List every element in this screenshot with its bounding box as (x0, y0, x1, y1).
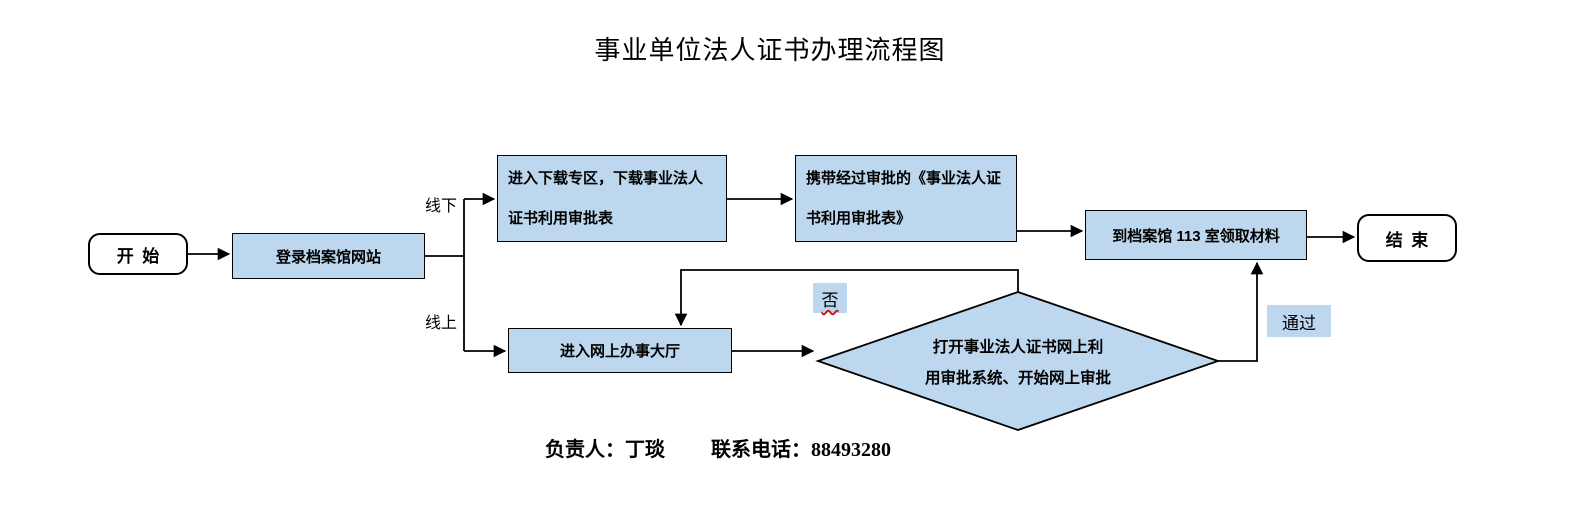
page-title: 事业单位法人证书办理流程图 (594, 36, 946, 65)
end-node: 结 束 (1357, 214, 1457, 262)
contact-phone: 联系电话：88493280 (711, 439, 891, 461)
carry-approved-form-node: 携带经过审批的《事业法人证 书利用审批表》 (795, 155, 1017, 242)
pass-edge-label: 通过 (1267, 305, 1331, 337)
pickup-materials-node: 到档案馆 113 室领取材料 (1085, 210, 1307, 260)
responsible-person: 负责人：丁琰 (545, 439, 665, 461)
offline-branch-label: 线下 (425, 198, 458, 215)
online-hall-node: 进入网上办事大厅 (508, 328, 732, 373)
approval-diamond (815, 291, 1221, 431)
online-branch-label: 线上 (425, 315, 458, 332)
approval-decision-text: 打开事业法人证书网上利 用审批系统、开始网上审批 (924, 339, 1111, 387)
start-node: 开 始 (88, 233, 188, 275)
login-archive-site-node: 登录档案馆网站 (232, 233, 425, 279)
footer-contact: 负责人：丁琰 联系电话：88493280 (545, 433, 891, 462)
download-form-node: 进入下载专区，下载事业法人 证书利用审批表 (497, 155, 727, 242)
no-edge-label: 否 (813, 283, 847, 313)
